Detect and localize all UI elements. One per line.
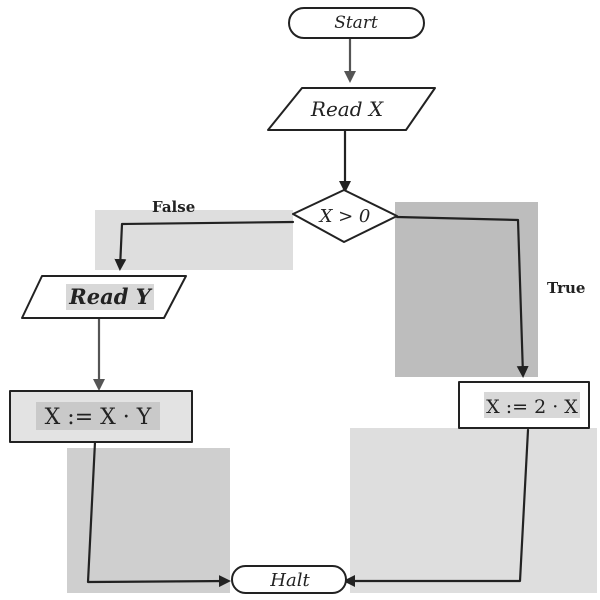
- shade-region-false-branch: [95, 210, 293, 270]
- read-y-label-highlight: [66, 284, 154, 310]
- read-y-label: Read Y: [68, 284, 152, 309]
- double-label-highlight: [484, 392, 580, 418]
- halt-terminal: [231, 565, 347, 594]
- start-label: Start: [334, 13, 378, 33]
- edge-label-true: True: [547, 279, 585, 297]
- shade-region-right-return: [350, 428, 597, 593]
- multiply-label-highlight: [36, 402, 160, 430]
- read-x-label: Read X: [310, 97, 384, 121]
- arrow-multiply-to-halt: [86, 440, 231, 588]
- halt-label: Halt: [269, 570, 310, 591]
- decision-label: X > 0: [318, 206, 371, 227]
- arrow-double-to-halt: [343, 428, 530, 587]
- decision-diamond: [292, 189, 398, 243]
- multiply-label: X := X · Y: [45, 405, 152, 430]
- start-terminal: [288, 7, 425, 39]
- arrow-decision-false-to-read-y: [114, 220, 295, 271]
- double-label: X := 2 · X: [486, 396, 578, 418]
- read-x-input-shape: [267, 87, 436, 131]
- edge-label-false: False: [152, 198, 195, 216]
- edge-label-true-background: [540, 275, 590, 299]
- shade-region-true-branch: [395, 202, 538, 377]
- arrow-decision-true-to-double: [395, 215, 529, 378]
